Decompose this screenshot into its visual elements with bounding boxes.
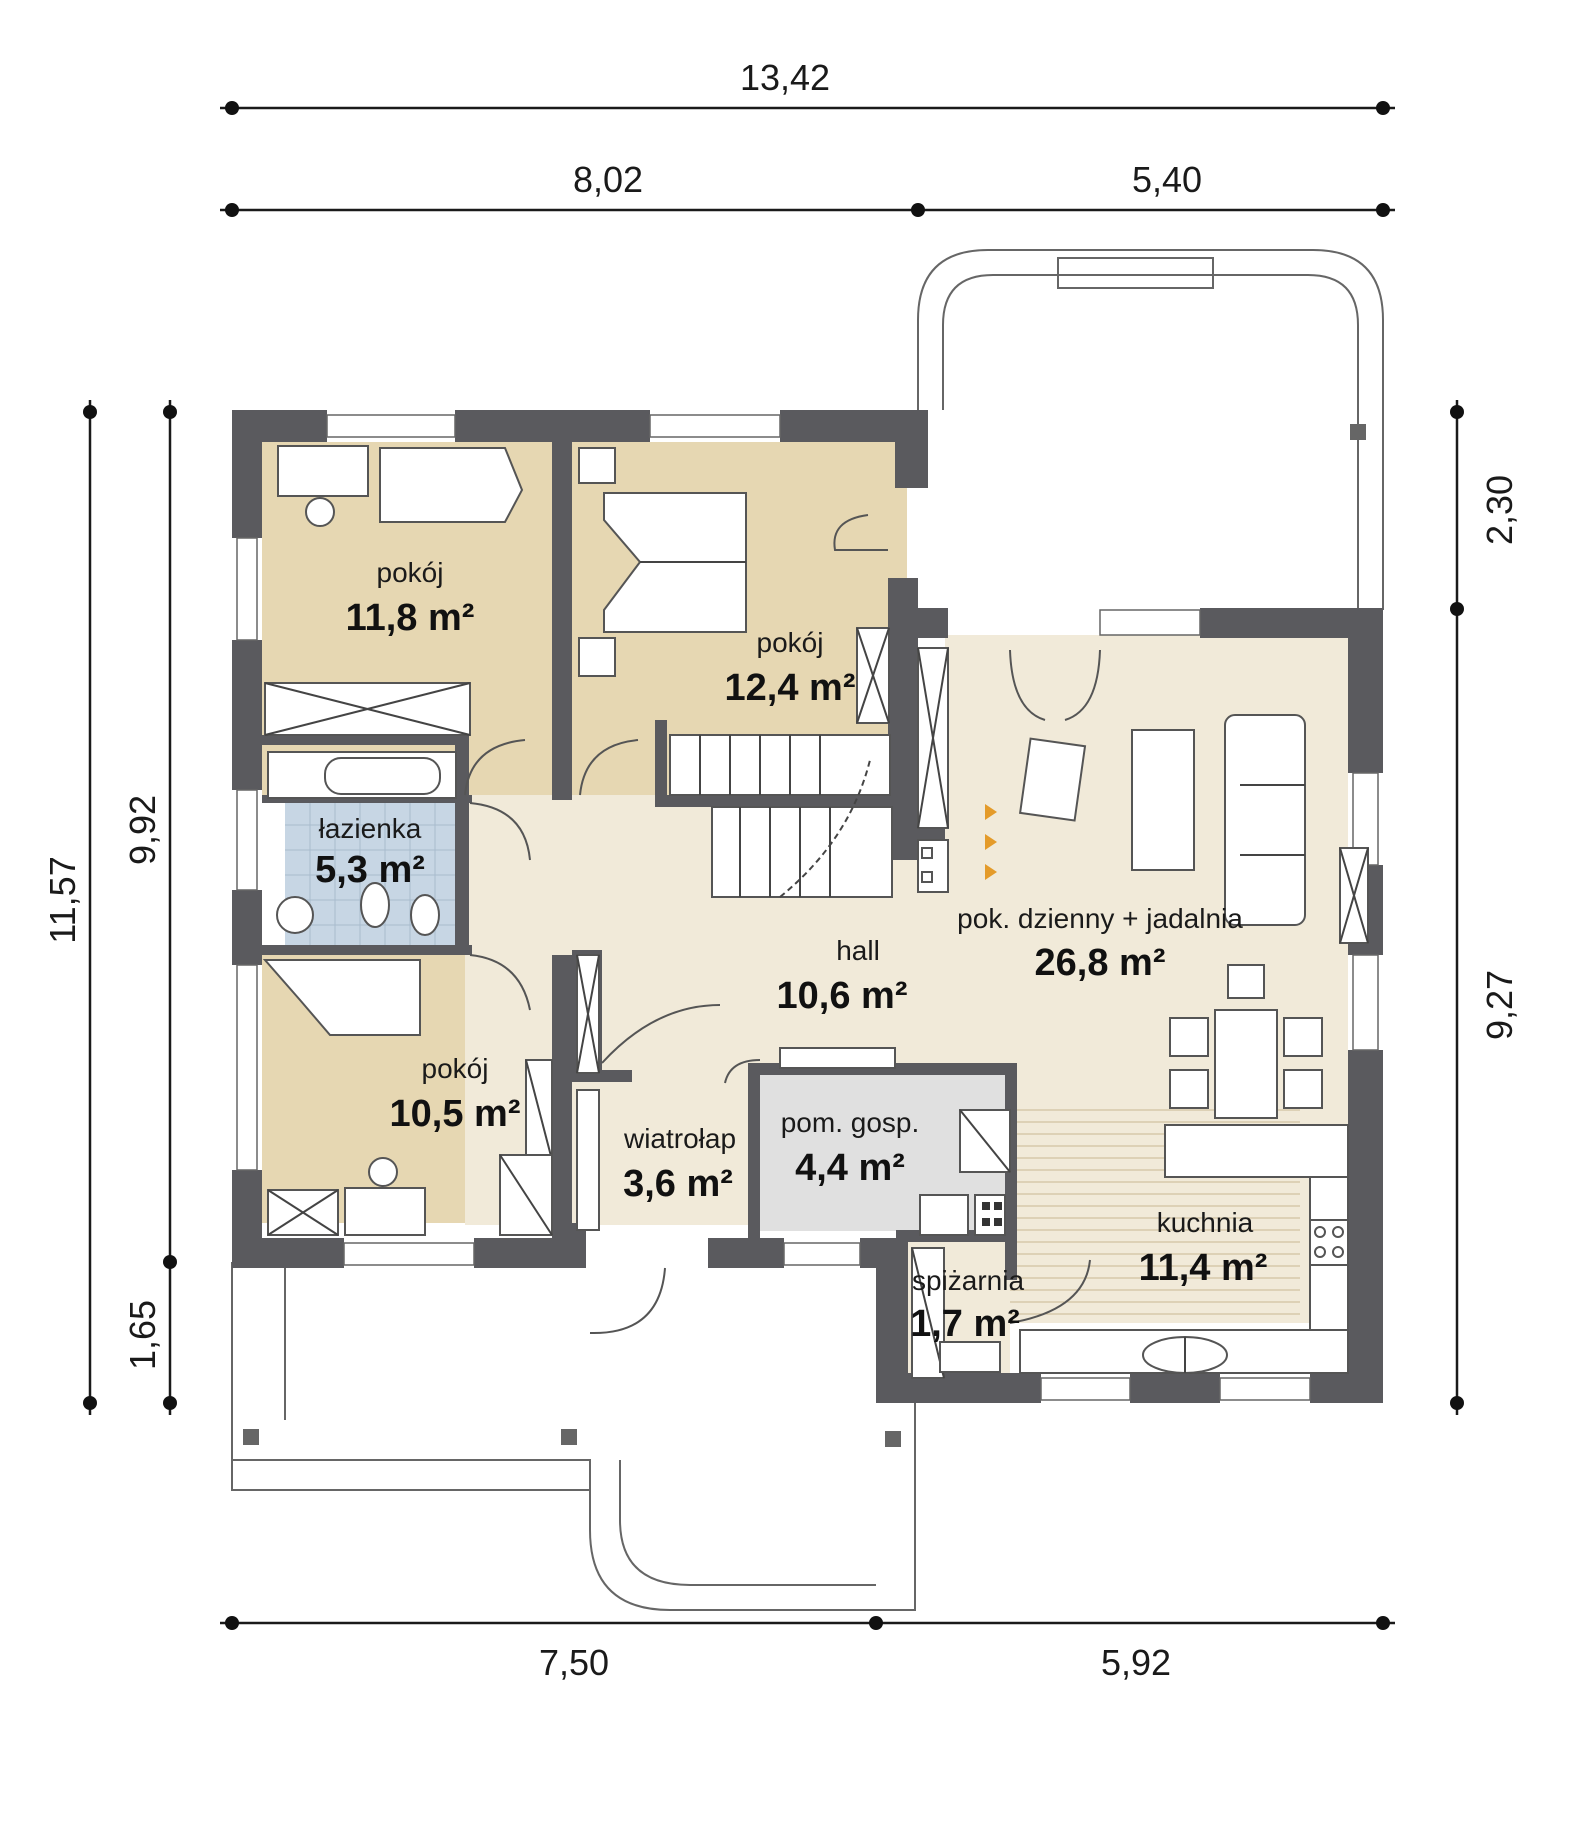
dimension-lines: [83, 101, 1464, 1630]
dim-bottom-right: 5,92: [1101, 1642, 1171, 1683]
dim-left-lower: 1,65: [122, 1300, 163, 1370]
room-label-bedroom-3-area: 10,5 m²: [390, 1093, 521, 1135]
room-label-kitchen-name: kuchnia: [1157, 1207, 1254, 1238]
furniture: [262, 445, 1369, 1379]
room-label-bedroom-1-name: pokój: [377, 557, 444, 588]
dim-right-lower: 9,27: [1479, 970, 1520, 1040]
terrace-bottom: [231, 1261, 916, 1611]
room-label-vestibule-area: 3,6 m²: [623, 1163, 733, 1205]
room-label-kitchen-area: 11,4 m²: [1139, 1247, 1268, 1289]
walls: [232, 410, 1383, 1403]
dim-left-outer: 11,57: [42, 856, 83, 943]
room-label-utility-area: 4,4 m²: [795, 1147, 905, 1189]
room-label-hall-area: 10,6 m²: [777, 975, 908, 1017]
room-labels: pokój 11,8 m² pokój 12,4 m² łazienka 5,3…: [315, 557, 1267, 1345]
room-label-vestibule-name: wiatrołap: [623, 1123, 736, 1154]
room-label-pantry-name: spiżarnia: [912, 1265, 1024, 1296]
room-label-bedroom-2-area: 12,4 m²: [725, 667, 856, 709]
dim-left-inner: 9,92: [122, 795, 163, 865]
dim-top-right: 5,40: [1132, 159, 1202, 200]
room-label-hall-name: hall: [836, 935, 880, 966]
dim-right-upper: 2,30: [1479, 475, 1520, 545]
room-label-living-area: 26,8 m²: [1035, 942, 1166, 984]
dim-top-left: 8,02: [573, 159, 643, 200]
room-label-bedroom-1-area: 11,8 m²: [346, 597, 475, 639]
room-label-pantry-area: 1,7 m²: [910, 1303, 1020, 1345]
room-label-bathroom-area: 5,3 m²: [315, 849, 425, 891]
room-label-bedroom-2-name: pokój: [757, 627, 824, 658]
room-label-utility-name: pom. gosp.: [781, 1107, 920, 1138]
terrace-top: [917, 249, 1384, 610]
dim-bottom-left: 7,50: [539, 1642, 609, 1683]
room-label-bathroom-name: łazienka: [319, 813, 422, 844]
dim-top-total: 13,42: [740, 57, 830, 98]
room-label-bedroom-3-name: pokój: [422, 1053, 489, 1084]
door-swings: [464, 514, 1101, 1335]
room-label-living-name: pok. dzienny + jadalnia: [957, 903, 1243, 934]
